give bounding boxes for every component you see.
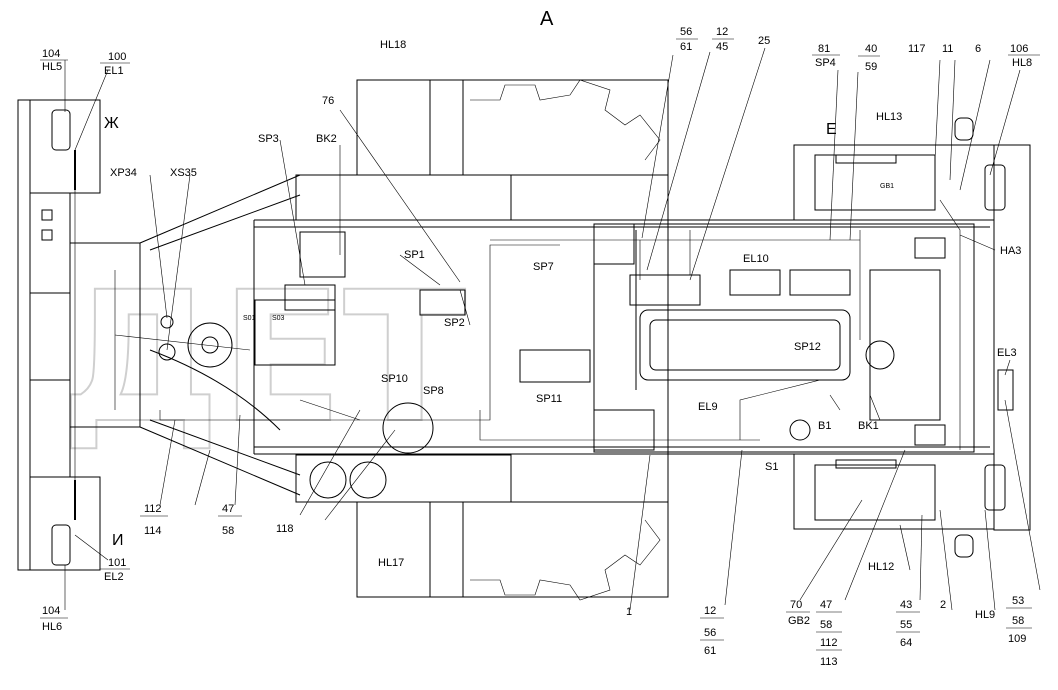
label-bk2: BK2 bbox=[316, 133, 337, 145]
label-sp10: SP10 bbox=[381, 373, 408, 385]
wiring bbox=[74, 185, 961, 480]
label-47-right: 47 bbox=[820, 599, 832, 611]
label-56-top: 56 bbox=[680, 26, 692, 38]
cab-area bbox=[149, 231, 591, 499]
view-label: A bbox=[540, 8, 554, 30]
label-112: 112 bbox=[144, 503, 162, 515]
label-64: 64 bbox=[900, 637, 912, 649]
front-frame bbox=[17, 99, 141, 571]
label-59: 59 bbox=[865, 61, 877, 73]
label-hl17: HL17 bbox=[378, 557, 404, 569]
label-6: 6 bbox=[975, 43, 981, 55]
label-sp12: SP12 bbox=[794, 341, 821, 353]
label-40: 40 bbox=[865, 43, 877, 55]
label-76: 76 bbox=[322, 95, 334, 107]
engine-area bbox=[593, 223, 975, 453]
label-el9: EL9 bbox=[698, 401, 718, 413]
label-el3: EL3 bbox=[997, 347, 1017, 359]
label-100: 100 bbox=[108, 51, 126, 63]
label-hl5: HL5 bbox=[42, 61, 62, 73]
label-104-bottom: 104 bbox=[42, 605, 60, 617]
label-s1: S1 bbox=[765, 461, 778, 473]
label-el10: EL10 bbox=[743, 253, 769, 265]
label-el1: EL1 bbox=[104, 65, 124, 77]
label-xp34: XP34 bbox=[110, 167, 137, 179]
label-117: 117 bbox=[908, 43, 926, 55]
label-el2: EL2 bbox=[104, 571, 124, 583]
label-bk1: BK1 bbox=[858, 420, 879, 432]
label-b1: B1 bbox=[818, 420, 831, 432]
label-112-right: 112 bbox=[820, 637, 838, 649]
label-43: 43 bbox=[900, 599, 912, 611]
label-sp3: SP3 bbox=[258, 133, 279, 145]
label-1: 1 bbox=[626, 606, 632, 618]
label-114: 114 bbox=[144, 525, 162, 537]
rear-area bbox=[793, 117, 1031, 558]
label-s03: S03 bbox=[272, 315, 285, 322]
label-11: 11 bbox=[942, 43, 953, 55]
label-xs35: XS35 bbox=[170, 167, 197, 179]
leader-lines bbox=[64, 47, 1041, 611]
label-hl9: HL9 bbox=[975, 609, 995, 621]
label-2: 2 bbox=[940, 599, 946, 611]
label-sp7: SP7 bbox=[533, 261, 554, 273]
label-109: 109 bbox=[1008, 633, 1026, 645]
label-ha3: HA3 bbox=[1000, 245, 1021, 257]
label-56-bottom: 56 bbox=[704, 627, 716, 639]
label-sp1: SP1 bbox=[404, 249, 425, 261]
label-sp11: SP11 bbox=[536, 393, 562, 405]
label-hl18: HL18 bbox=[380, 39, 406, 51]
label-55: 55 bbox=[900, 619, 912, 631]
label-underlines bbox=[40, 38, 1040, 651]
label-47-left: 47 bbox=[222, 503, 234, 515]
label-sp4: SP4 bbox=[815, 57, 836, 69]
label-s01: S01 bbox=[243, 315, 256, 322]
label-12-top: 12 bbox=[716, 26, 728, 38]
label-101: 101 bbox=[108, 557, 126, 569]
label-hl13: HL13 bbox=[876, 111, 902, 123]
labels: A 104 HL5 100 EL1 Ж XP34 XS35 SP3 BK2 HL… bbox=[42, 8, 1032, 668]
label-118: 118 bbox=[276, 523, 294, 535]
label-45: 45 bbox=[716, 41, 728, 53]
label-70: 70 bbox=[790, 599, 802, 611]
label-12-bottom: 12 bbox=[704, 605, 716, 617]
label-e: Е bbox=[826, 121, 837, 138]
label-58-rear: 58 bbox=[1012, 615, 1024, 627]
label-hl6: HL6 bbox=[42, 621, 62, 633]
label-58-right: 58 bbox=[820, 619, 832, 631]
label-i: И bbox=[112, 532, 124, 549]
label-gb2: GB2 bbox=[788, 615, 810, 627]
label-106: 106 bbox=[1010, 43, 1028, 55]
label-gb1: GB1 bbox=[880, 183, 894, 190]
label-hl8: HL8 bbox=[1012, 57, 1032, 69]
watermark: ДЕТ bbox=[60, 254, 466, 463]
label-61-bottom: 61 bbox=[704, 645, 716, 657]
label-hl12: HL12 bbox=[868, 561, 894, 573]
label-53: 53 bbox=[1012, 595, 1024, 607]
tracks bbox=[356, 79, 669, 601]
label-61-top: 61 bbox=[680, 41, 692, 53]
label-25: 25 bbox=[758, 35, 770, 47]
label-zh: Ж bbox=[104, 115, 119, 132]
label-113: 113 bbox=[820, 656, 838, 668]
label-sp2: SP2 bbox=[444, 317, 465, 329]
label-58-left: 58 bbox=[222, 525, 234, 537]
label-sp8: SP8 bbox=[423, 385, 444, 397]
label-104-top: 104 bbox=[42, 48, 60, 60]
label-81: 81 bbox=[818, 43, 830, 55]
